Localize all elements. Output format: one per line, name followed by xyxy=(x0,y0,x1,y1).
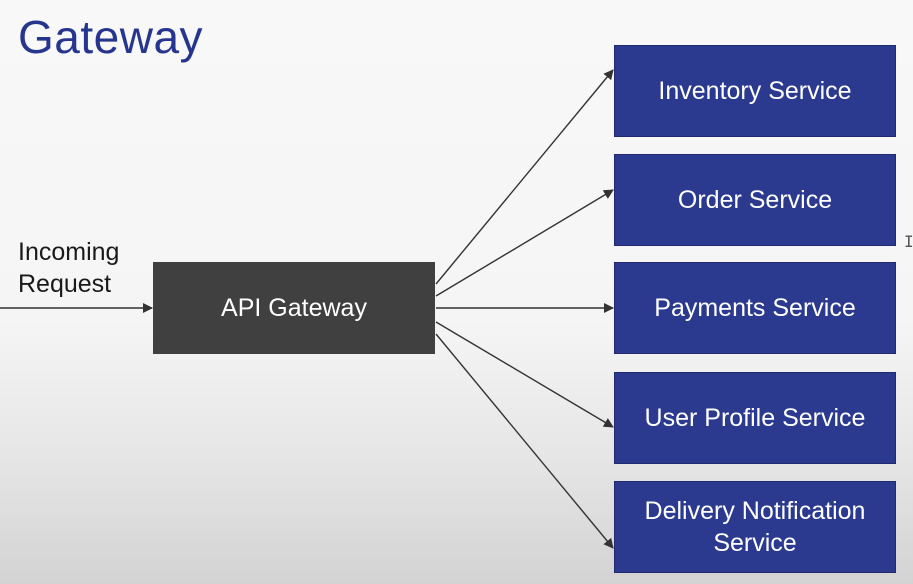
arrow-to-delivery-notification-service xyxy=(435,333,614,549)
order-service-box: Order Service xyxy=(614,154,896,246)
api-gateway-box: API Gateway xyxy=(153,262,435,354)
payments-service-box: Payments Service xyxy=(614,262,896,354)
api-gateway-label: API Gateway xyxy=(221,293,367,322)
order-service-label: Order Service xyxy=(677,186,833,214)
user-profile-service-box: User Profile Service xyxy=(614,372,896,464)
inventory-service-box: Inventory Service xyxy=(614,45,896,137)
text-cursor-icon: I xyxy=(904,232,913,251)
incoming-request-line2: Request xyxy=(18,270,112,298)
inventory-service-label: Inventory Service xyxy=(658,77,852,105)
arrow-to-user-profile-service xyxy=(435,321,614,428)
arrow-to-order-service xyxy=(435,189,614,297)
user-profile-service-label: User Profile Service xyxy=(644,404,866,432)
incoming-request-label: Incoming Request xyxy=(18,236,119,300)
diagram-title: Gateway xyxy=(18,11,204,63)
payments-service-label: Payments Service xyxy=(654,294,856,322)
incoming-request-line1: Incoming xyxy=(18,238,120,266)
delivery-notification-service-label: Delivery Notification Service xyxy=(644,497,866,557)
delivery-notification-service-box: Delivery Notification Service xyxy=(614,481,896,573)
arrow-to-inventory-service xyxy=(435,69,614,285)
